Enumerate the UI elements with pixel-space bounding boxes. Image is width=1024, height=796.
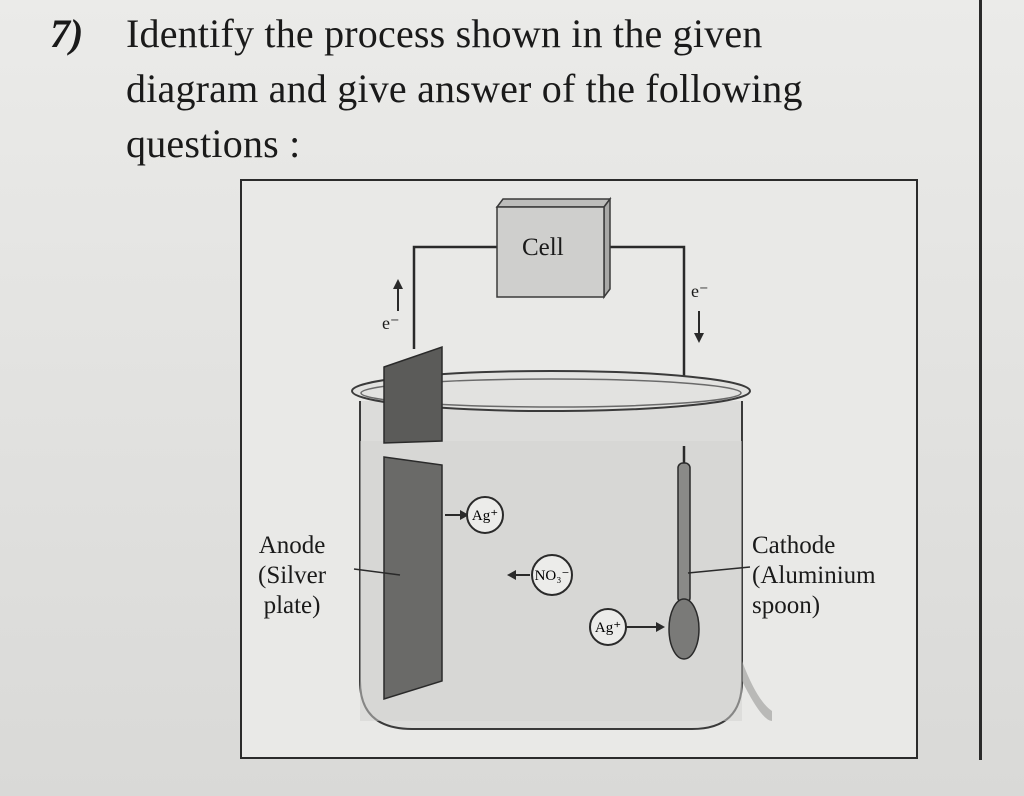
question-line-3: questions :: [126, 121, 301, 166]
left-wire: [412, 245, 497, 349]
cathode-label-line-2: (Aluminium: [752, 562, 876, 589]
cell-label: Cell: [522, 234, 564, 261]
electroplating-diagram: Ag⁺ NO₃⁻ Ag⁺ Cell e⁻ e⁻ Anode (Silver pl…: [240, 179, 918, 759]
cathode-label: Cathode (Aluminium spoon): [752, 531, 876, 621]
ion-ag-top: [445, 496, 504, 534]
anode-label: Anode (Silver plate): [258, 531, 326, 621]
cathode-leader-line: [687, 566, 751, 574]
anode-label-line-2: (Silver: [258, 562, 327, 589]
cathode-label-line-3: spoon): [752, 592, 821, 619]
cell-box: [495, 196, 612, 300]
page-margin-rule: [979, 0, 982, 760]
electron-label-right: e⁻: [691, 281, 709, 301]
question-text: Identify the process shown in the given …: [126, 6, 926, 171]
ion-ag-top-label: Ag⁺: [472, 508, 498, 524]
cathode-aluminium-spoon: [668, 446, 700, 660]
anode-label-line-1: Anode: [258, 532, 326, 559]
anode-label-line-3: plate): [263, 592, 321, 619]
question-line-2: diagram and give answer of the following: [126, 66, 803, 111]
cathode-label-line-1: Cathode: [752, 532, 836, 559]
ion-ag-bottom-label: Ag⁺: [595, 620, 621, 636]
ion-ag-bottom: [589, 608, 665, 646]
ion-no3: [507, 554, 573, 596]
diagram-drawing: Ag⁺ NO₃⁻ Ag⁺: [351, 196, 772, 730]
question-line-1: Identify the process shown in the given: [126, 11, 763, 56]
anode-leader-line: [353, 568, 401, 576]
question-number: 7): [50, 11, 84, 56]
ion-no3-label: NO₃⁻: [535, 568, 570, 584]
electron-label-left: e⁻: [382, 313, 400, 333]
anode-silver-plate: [383, 345, 443, 701]
